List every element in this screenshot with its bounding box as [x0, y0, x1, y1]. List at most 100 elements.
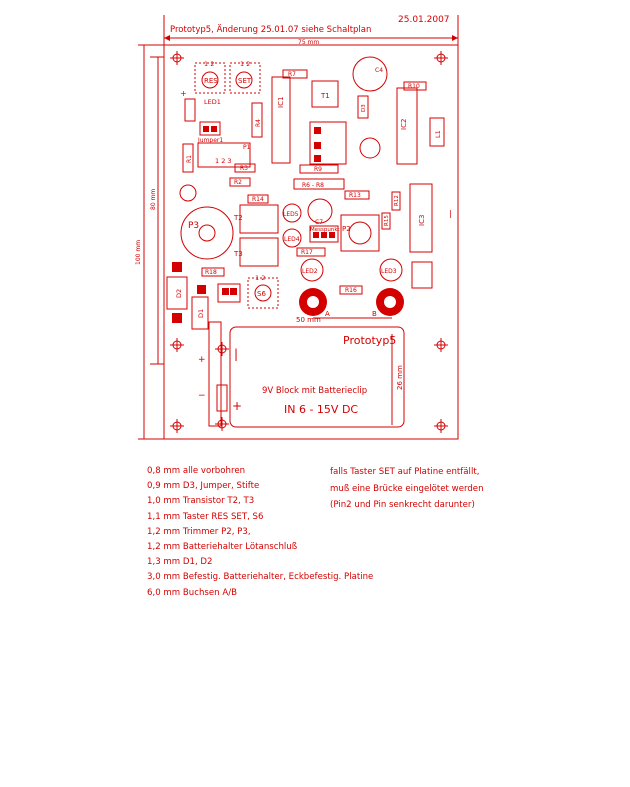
label-led1: LED1 [204, 98, 221, 106]
drill-note: 0,8 mm alle vorbohren [147, 466, 246, 476]
drill-note: 6,0 mm Buchsen A/B [147, 587, 237, 598]
set-note-line: falls Taster SET auf Platine entfällt, [330, 467, 480, 477]
messpunkt-pad-1 [313, 232, 319, 238]
battery-prototyp-label: Prototyp5 [343, 334, 396, 347]
label-jack-a: A [325, 310, 330, 318]
label-r1: R1 [186, 155, 193, 163]
r16-outline [339, 285, 363, 295]
r15-outline [381, 212, 391, 230]
drill-note: 1,1 mm Taster RES SET, S6 [147, 511, 264, 522]
label-led4: LED4 [284, 236, 300, 243]
drill-note: 1,0 mm Transistor T2, T3 [147, 496, 255, 507]
c7-outline [307, 198, 333, 224]
battery-strip [208, 321, 222, 427]
p2-pad-1 [314, 127, 321, 134]
messpunkt-pad-3 [329, 232, 335, 238]
label-ic2: IC2 [400, 119, 408, 130]
p2-outline [340, 214, 380, 252]
d2-outline [166, 276, 188, 310]
r4-outline [251, 102, 263, 138]
led5-outline [282, 203, 302, 223]
d2-pad-top [172, 262, 182, 272]
label-t3: T3 [233, 250, 243, 258]
label-r7: R7 [288, 71, 296, 78]
drill-note: 1,2 mm Batteriehalter Lötanschluß [147, 542, 298, 553]
label-d2: D2 [175, 289, 183, 298]
set-button-cap [235, 71, 253, 89]
r7-outline [282, 69, 308, 79]
l1-outline [429, 117, 445, 147]
led4-outline [282, 228, 302, 248]
set-button-note: falls Taster SET auf Platine entfällt, m… [330, 464, 484, 514]
ic2-outline [396, 87, 418, 165]
dim-arrow-left [164, 35, 170, 41]
t1-outline [311, 80, 339, 108]
label-c7: C7 [315, 219, 323, 226]
battery-plus-mark: + [232, 399, 242, 413]
label-r2: R2 [234, 179, 242, 186]
r1-outline [182, 143, 194, 173]
t2-outline [239, 204, 279, 234]
jack-a [299, 288, 327, 316]
r17-outline [296, 247, 326, 257]
mount-hole-tl [170, 51, 184, 65]
battery-voltage: IN 6 - 15V DC [284, 403, 358, 416]
c3-outline [359, 137, 381, 159]
mount-hole-tr [434, 51, 448, 65]
connector-pad-1 [222, 288, 229, 295]
label-jumper: Jumper1 [197, 137, 223, 144]
dim-width-label: 75 mm [298, 39, 319, 46]
header-title: Prototyp5, Änderung 25.01.07 siehe Schal… [170, 24, 371, 35]
c-electrolytic-outline [179, 184, 197, 202]
label-l1: L1 [434, 130, 442, 138]
label-set-pins: 1 2 [240, 60, 250, 68]
label-res-pins: 1 2 [204, 60, 214, 68]
set-button-frame [229, 62, 261, 94]
d3-outline [357, 95, 369, 119]
label-led2: LED2 [302, 268, 318, 275]
label-r4: R4 [255, 119, 262, 127]
label-r16: R16 [345, 287, 357, 294]
label-s6: S6 [257, 290, 266, 298]
label-r14: R14 [252, 196, 264, 203]
drill-note: 1,3 mm D1, D2 [147, 557, 213, 568]
p2-pad-2 [314, 142, 321, 149]
d1-outline [191, 296, 209, 330]
label-r10: R10 [408, 83, 420, 90]
label-r13: R13 [349, 192, 361, 199]
drill-note: 3,0 mm Befestig. Batteriehalter, Eckbefe… [147, 572, 374, 583]
set-note-line: muß eine Brücke eingelötet werden [330, 483, 484, 494]
led2-outline [300, 258, 324, 282]
battery-mount-hole-top [215, 342, 229, 356]
label-set: SET [238, 77, 252, 85]
label-d1: D1 [197, 309, 205, 318]
p2-wiper [348, 221, 372, 245]
label-d3: D3 [361, 104, 367, 112]
label-c4: C4 [375, 67, 383, 74]
mount-hole-br [434, 419, 448, 433]
label-p3: P3 [188, 221, 199, 231]
ic3-side-mark: | [449, 209, 452, 218]
jack-b [376, 288, 404, 316]
p2-upper-outline [309, 121, 347, 165]
label-messpunkt: Messpunkt [310, 227, 341, 233]
label-p1: P1 [243, 144, 251, 151]
r6r8-outline [293, 178, 345, 190]
messpunkt-pad-2 [321, 232, 327, 238]
label-r6r8: R6 - R8 [302, 182, 324, 189]
header-date: 25.01.2007 [398, 15, 450, 25]
mount-hole-mr [434, 338, 448, 352]
ic3-outline [409, 183, 433, 253]
drill-note: 0,9 mm D3, Jumper, Stifte [147, 481, 260, 492]
connector-pad-2 [230, 288, 237, 295]
fuse-outline [411, 261, 433, 289]
label-p1-pins: 1 2 3 [215, 157, 232, 165]
label-jack-b: B [372, 310, 377, 318]
label-ic1: IC1 [277, 97, 285, 108]
dim-height-inner-label: 80 mm [150, 189, 157, 210]
board-outline [163, 44, 459, 440]
r13-outline [344, 190, 370, 200]
set-note-line: (Pin2 und Pin senkrecht darunter) [330, 500, 475, 510]
p3-outline [180, 206, 234, 260]
c4-outline [352, 56, 388, 92]
